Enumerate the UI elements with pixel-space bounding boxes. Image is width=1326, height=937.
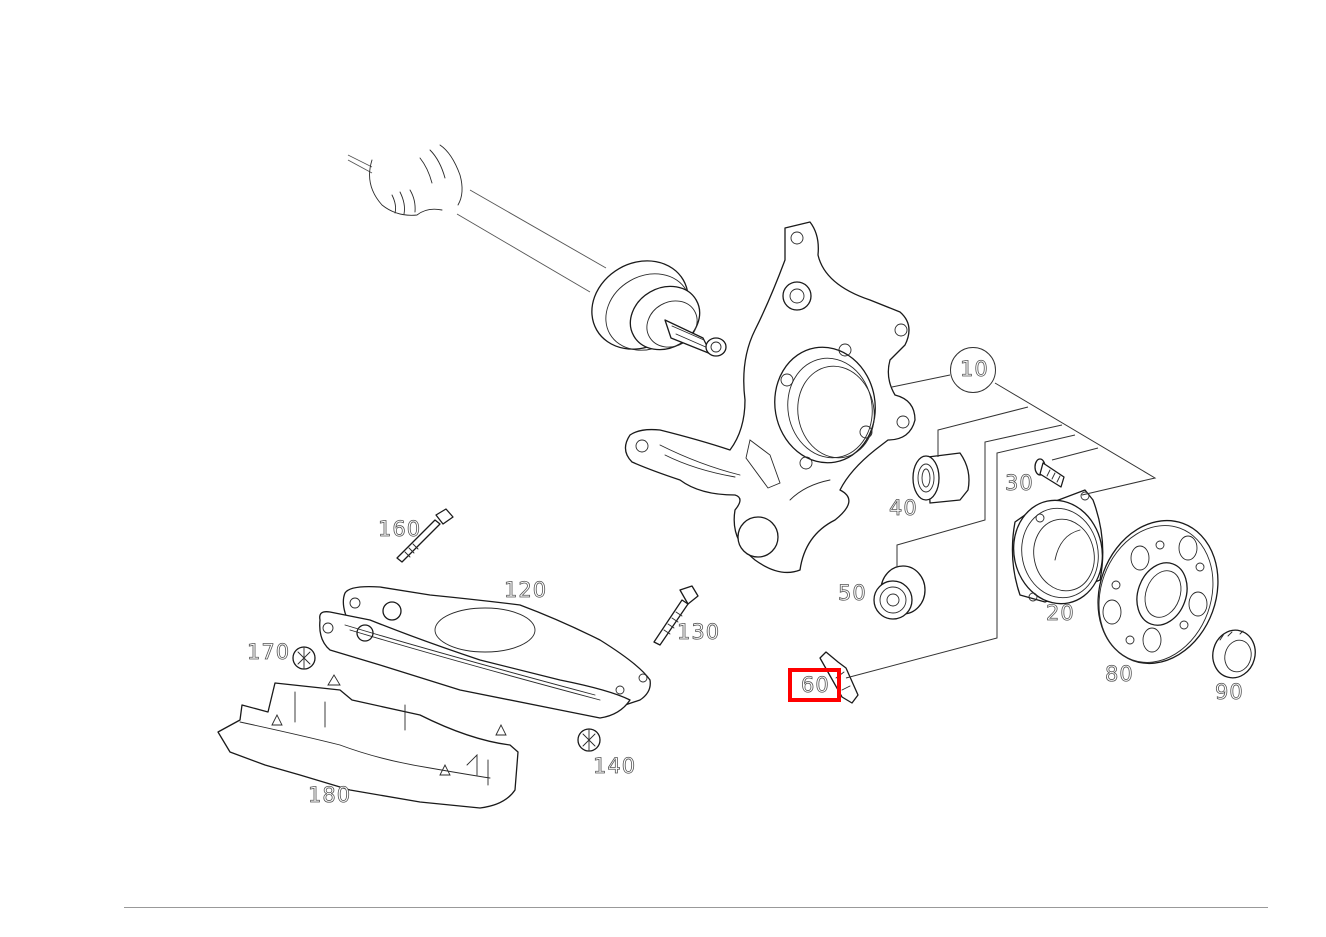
callout-180[interactable]: 180 bbox=[308, 783, 352, 807]
callout-30[interactable]: 30 bbox=[1005, 471, 1034, 495]
hub-flange-80-drawing bbox=[1097, 519, 1219, 665]
bolt-30-drawing bbox=[1034, 458, 1065, 488]
axle-nut-90-drawing bbox=[1212, 629, 1256, 679]
callout-160[interactable]: 160 bbox=[378, 517, 422, 541]
callout-50[interactable]: 50 bbox=[838, 581, 867, 605]
cover-180-drawing bbox=[217, 674, 519, 809]
bushing-40-drawing bbox=[912, 452, 970, 504]
bolt-130-drawing bbox=[653, 585, 699, 646]
bearing-housing-20-drawing bbox=[1011, 489, 1104, 605]
callout-120[interactable]: 120 bbox=[504, 578, 548, 602]
highlight-box-60 bbox=[788, 668, 841, 702]
control-arm-120-drawing bbox=[319, 585, 651, 719]
bolt-160-drawing bbox=[396, 508, 454, 563]
callout-130[interactable]: 130 bbox=[677, 620, 721, 644]
bushing-50-drawing bbox=[873, 565, 926, 620]
callout-20[interactable]: 20 bbox=[1046, 601, 1075, 625]
nut-170-drawing bbox=[292, 646, 316, 670]
callout-40[interactable]: 40 bbox=[889, 496, 918, 520]
leader-lines bbox=[845, 374, 1157, 679]
callout-170[interactable]: 170 bbox=[247, 640, 291, 664]
callout-10-circle bbox=[950, 347, 996, 393]
callout-140[interactable]: 140 bbox=[593, 754, 637, 778]
callout-80[interactable]: 80 bbox=[1105, 662, 1134, 686]
nut-140-drawing bbox=[577, 728, 601, 752]
callout-60[interactable]: 60 bbox=[801, 673, 830, 697]
callout-90[interactable]: 90 bbox=[1215, 680, 1244, 704]
wheel-carrier-drawing bbox=[624, 221, 916, 574]
footer-divider bbox=[124, 907, 1268, 908]
callout-10[interactable]: 10 bbox=[960, 357, 989, 381]
drive-shaft-drawing bbox=[347, 144, 727, 357]
